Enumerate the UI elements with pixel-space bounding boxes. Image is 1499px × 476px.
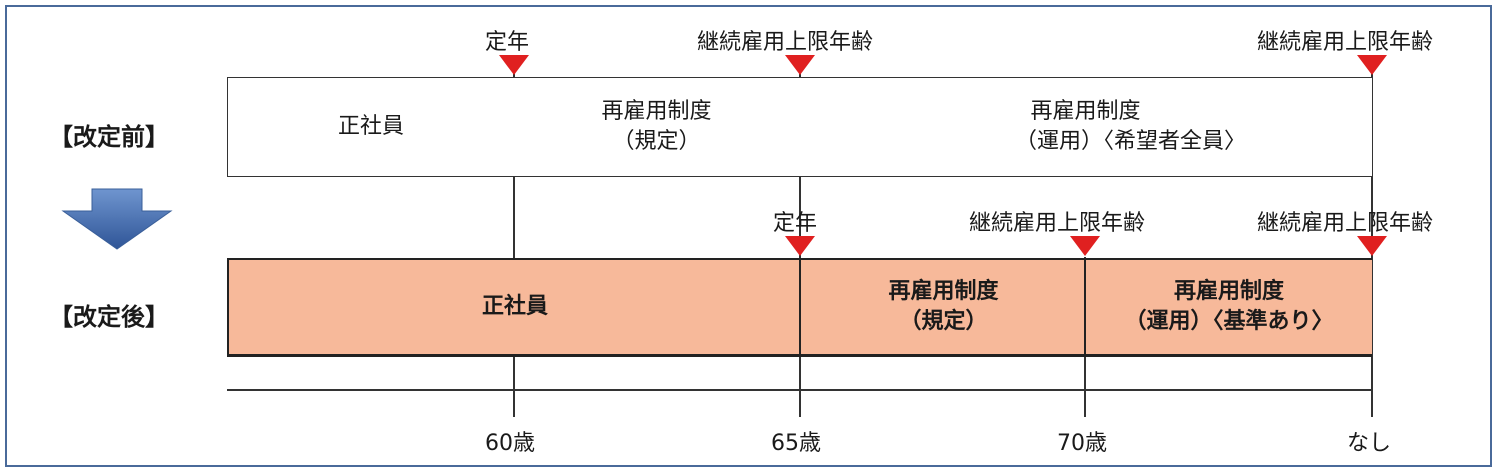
marker-label-after-limit-none: 継続雇用上限年齢 [1257,211,1434,236]
marker-label-before-limit-65: 継続雇用上限年齢 [697,30,874,55]
marker-triangle-before-none [1357,55,1387,75]
marker-triangle-before-60 [499,55,529,75]
age-tick-70: 70歳 [1057,431,1107,456]
age-tick-60: 60歳 [485,431,535,456]
marker-label-before-limit-none: 継続雇用上限年齢 [1257,30,1434,55]
row-label-after: 【改定後】 [49,303,169,331]
after-segment-rehire-rule: 再雇用制度 （規定） [799,258,1086,357]
guide-60 [513,72,515,417]
marker-label-after-limit-70: 継続雇用上限年齢 [969,211,1146,236]
before-segment-rehire-practice: 再雇用制度 （運用）〈希望者全員〉 [799,77,1373,177]
marker-triangle-after-70 [1070,236,1100,256]
age-axis-line [227,389,1373,391]
after-segment-regular-employee: 正社員 [227,258,801,357]
marker-triangle-before-65 [785,55,815,75]
marker-label-before-retirement: 定年 [485,30,530,55]
row-label-before: 【改定前】 [49,123,169,151]
before-segment-rehire-rule: 再雇用制度 （規定） [513,77,801,177]
marker-triangle-after-65 [785,236,815,256]
marker-triangle-after-none [1357,236,1387,256]
change-arrow-icon [61,188,173,250]
marker-label-after-retirement: 定年 [773,211,818,236]
after-segment-rehire-criteria: 再雇用制度 （運用）〈基準あり〉 [1084,258,1372,357]
age-tick-none: なし [1347,431,1392,456]
before-segment-regular-employee: 正社員 [227,77,515,177]
diagram-frame: 【改定前】 定年 継続雇用上限年齢 継続雇用上限年齢 正社員 再雇用制度 （規定… [5,5,1492,467]
age-tick-65: 65歳 [771,431,821,456]
